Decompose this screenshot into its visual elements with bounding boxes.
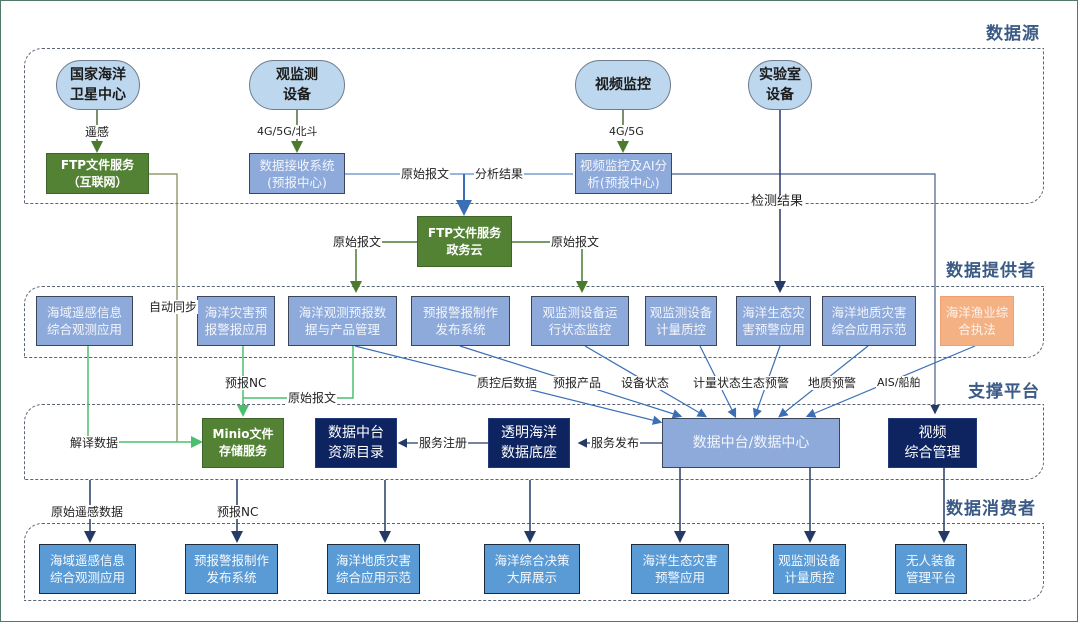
zone-data-provider (24, 286, 1044, 358)
data-catalog[interactable]: 数据中台 资源目录 (315, 418, 397, 468)
provider-fishery-enforcement[interactable]: 海洋渔业综 合执法 (940, 296, 1014, 346)
edge-auto-sync (149, 173, 178, 442)
edge-ftpgov-right (512, 241, 588, 293)
label-device-status: 设备状态 (620, 376, 671, 390)
provider-device-status-monitor[interactable]: 观监测设备运 行状态监控 (531, 296, 629, 346)
label-service-register: 服务注册 (418, 436, 469, 450)
edge-raw-minio (243, 346, 354, 399)
zone-support-platform (24, 404, 1044, 480)
data-center[interactable]: 数据中台/数据中心 (662, 418, 840, 468)
label-geo-warning: 地质预警 (807, 376, 858, 390)
label-4g5g: 4G/5G (608, 125, 645, 139)
consumer-decision-screen[interactable]: 海洋综合决策 大屏展示 (484, 544, 580, 594)
label-raw-message-right: 原始报文 (550, 235, 601, 249)
label-service-publish: 服务发布 (590, 436, 641, 450)
consumer-eco-warning-app[interactable]: 海洋生态灾害 预警应用 (631, 544, 729, 594)
label-raw-message-top: 原始报文 (400, 167, 451, 181)
zone-title-data-consumer: 数据消费者 (946, 499, 1036, 519)
zone-title-data-provider: 数据提供者 (946, 261, 1036, 281)
provider-geo-disaster-demo[interactable]: 海洋地质灾害 综合应用示范 (822, 296, 916, 346)
zone-data-source (24, 48, 1044, 204)
source-video-monitor[interactable]: 视频监控 (575, 60, 671, 110)
ftp-internet[interactable]: FTP文件服务 （互联网） (46, 153, 149, 194)
label-raw-message-minio: 原始报文 (287, 391, 338, 405)
consumer-geo-disaster-demo[interactable]: 海洋地质灾害 综合应用示范 (327, 544, 420, 594)
provider-eco-warning-app[interactable]: 海洋生态灾 害预警应用 (736, 296, 811, 346)
provider-disaster-forecast-app[interactable]: 海洋灾害预 报警报应用 (197, 296, 275, 346)
label-forecast-nc: 预报NC (224, 376, 268, 390)
source-lab-device[interactable]: 实验室 设备 (748, 60, 812, 110)
provider-remote-sensing-app[interactable]: 海域遥感信息 综合观测应用 (36, 296, 133, 346)
provider-obs-data-mgmt[interactable]: 海洋观测预报数 据与产品管理 (288, 296, 397, 346)
label-ais-ship: AIS/船舶 (876, 376, 922, 390)
label-analysis-result: 分析结果 (474, 167, 525, 181)
video-ai-analysis[interactable]: 视频监控及AI分 析(预报中心) (575, 153, 672, 194)
data-receive-system[interactable]: 数据接收系统 (预报中心) (249, 153, 345, 194)
label-detection-result: 检测结果 (750, 194, 805, 209)
consumer-device-metering[interactable]: 观监测设备 计量质控 (773, 544, 846, 594)
transparent-ocean-base[interactable]: 透明海洋 数据底座 (488, 418, 570, 468)
source-satellite-center[interactable]: 国家海洋 卫星中心 (56, 60, 140, 110)
source-monitor-device[interactable]: 观监测 设备 (249, 60, 345, 110)
label-eco-warning: 生态预警 (740, 376, 791, 390)
provider-device-metering[interactable]: 观监测设备 计量质控 (645, 296, 717, 346)
ftp-gov-cloud[interactable]: FTP文件服务 政务云 (417, 216, 512, 267)
minio-storage[interactable]: Minio文件 存储服务 (202, 418, 284, 468)
edge-ftpgov-left (350, 241, 417, 293)
label-decoded-data: 解译数据 (69, 436, 120, 450)
label-raw-rs-data: 原始遥感数据 (50, 505, 125, 519)
zone-data-consumer (24, 523, 1044, 601)
consumer-unmanned-equipment[interactable]: 无人装备 管理平台 (895, 544, 967, 594)
label-4g5g-beidou: 4G/5G/北斗 (256, 125, 319, 139)
provider-forecast-publish[interactable]: 预报警报制作 发布系统 (411, 296, 510, 346)
consumer-forecast-publish[interactable]: 预报警报制作 发布系统 (185, 544, 278, 594)
edge-decode-to-minio (87, 346, 203, 448)
label-qc-data: 质控后数据 (476, 376, 539, 390)
edge-video-to-mgmt (672, 173, 940, 415)
label-raw-message-left: 原始报文 (332, 235, 383, 249)
label-auto-sync: 自动同步 (148, 300, 199, 314)
label-remote-sensing: 遥感 (84, 125, 111, 139)
label-forecast-product: 预报产品 (552, 376, 603, 390)
consumer-remote-sensing-app[interactable]: 海域遥感信息 综合观测应用 (39, 544, 136, 594)
video-management[interactable]: 视频 综合管理 (888, 418, 977, 468)
label-forecast-nc-out: 预报NC (216, 505, 260, 519)
label-metering-status: 计量状态 (692, 376, 743, 390)
zone-title-data-source: 数据源 (986, 24, 1040, 44)
zone-title-support-platform: 支撑平台 (968, 382, 1040, 402)
